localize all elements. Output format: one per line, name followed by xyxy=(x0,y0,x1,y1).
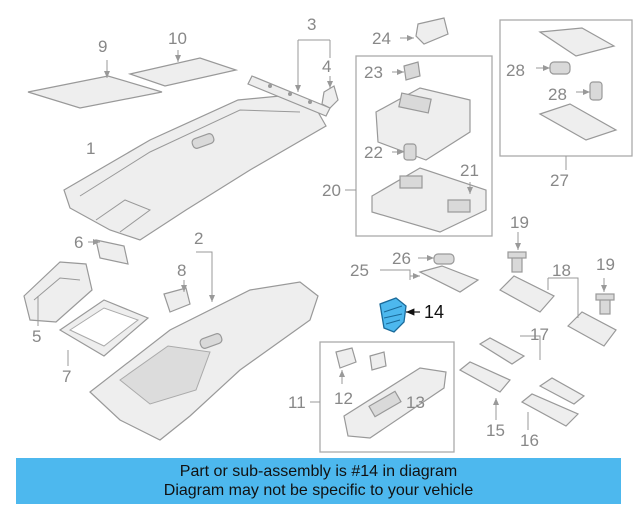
callout-14: 14 xyxy=(424,302,444,322)
callout-16: 16 xyxy=(520,431,539,450)
banner-line-2: Diagram may not be specific to your vehi… xyxy=(163,482,474,499)
clip-13 xyxy=(369,351,387,371)
callout-5: 5 xyxy=(32,327,41,346)
headliner-2 xyxy=(89,281,319,441)
callout-3: 3 xyxy=(307,15,316,34)
clip-4 xyxy=(321,85,339,109)
callout-11: 11 xyxy=(288,393,306,412)
bulb-28a xyxy=(549,61,571,75)
callout-7: 7 xyxy=(62,367,71,386)
assembly-box-11 xyxy=(319,341,455,453)
callout-19b: 19 xyxy=(596,255,615,274)
headliner-1 xyxy=(63,95,327,241)
sunshade-panel-10 xyxy=(127,57,239,87)
cargo-lamp-25 xyxy=(418,265,480,293)
lamp-lens-23 xyxy=(403,61,421,81)
callout-24: 24 xyxy=(372,29,391,48)
callout-21: 21 xyxy=(460,161,479,180)
callout-20: 20 xyxy=(322,181,341,200)
grab-handle-16 xyxy=(520,377,586,427)
callout-22: 22 xyxy=(364,143,383,162)
callout-4: 4 xyxy=(322,57,331,76)
screw-19a xyxy=(507,251,527,273)
part-14-highlight xyxy=(379,297,407,333)
bulb-22 xyxy=(403,143,417,161)
roof-rail-3 xyxy=(247,75,331,117)
clip-12 xyxy=(335,347,357,369)
banner-line-1: Part or sub-assembly is #14 in diagram xyxy=(179,463,458,480)
callout-28a: 28 xyxy=(506,61,525,80)
clip-6 xyxy=(95,239,129,265)
dome-lamp xyxy=(538,27,616,57)
callout-19a: 19 xyxy=(510,213,529,232)
switch-24 xyxy=(415,17,449,45)
sunroof-frame-7 xyxy=(58,299,150,357)
callout-6: 6 xyxy=(74,233,83,252)
callout-28b: 28 xyxy=(548,85,567,104)
bulb-28b xyxy=(589,81,603,101)
dome-lens xyxy=(538,103,618,141)
callout-25: 25 xyxy=(350,261,369,280)
assembly-box-20 xyxy=(355,55,493,237)
callout-8: 8 xyxy=(177,261,186,280)
callout-1: 1 xyxy=(86,139,95,158)
bracket-18b xyxy=(567,311,617,347)
callout-10: 10 xyxy=(168,29,187,48)
overhead-console-5 xyxy=(23,261,93,323)
bracket-18a xyxy=(499,275,555,313)
map-lamp-housing xyxy=(375,87,471,161)
callout-9: 9 xyxy=(98,37,107,56)
grab-handle-15 xyxy=(458,337,526,393)
screw-19b xyxy=(595,293,615,315)
callout-2: 2 xyxy=(194,229,203,248)
clip-8 xyxy=(163,287,191,313)
callout-17: 17 xyxy=(530,325,549,344)
callout-18: 18 xyxy=(552,261,571,280)
callout-12: 12 xyxy=(334,389,353,408)
bulb-26 xyxy=(433,253,455,265)
sun-visor xyxy=(343,367,447,439)
callout-15: 15 xyxy=(486,421,505,440)
callout-13: 13 xyxy=(406,393,425,412)
info-banner: Part or sub-assembly is #14 in diagram D… xyxy=(16,458,621,504)
callout-23: 23 xyxy=(364,63,383,82)
callout-26: 26 xyxy=(392,249,411,268)
callout-27: 27 xyxy=(550,171,569,190)
lamp-cover-21 xyxy=(371,167,487,233)
sunshade-panel-9 xyxy=(27,75,163,109)
